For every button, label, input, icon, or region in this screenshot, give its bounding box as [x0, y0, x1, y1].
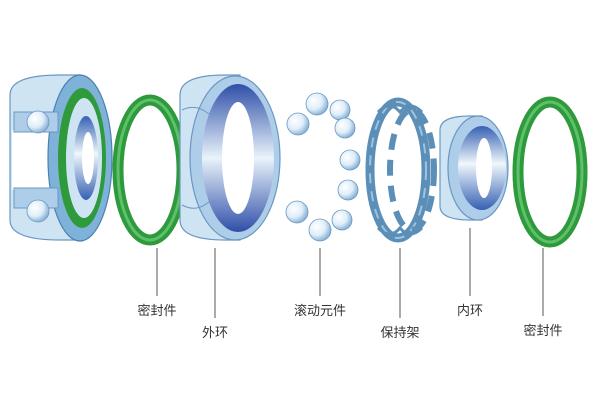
- label-seal-right: 密封件: [523, 324, 563, 339]
- ball: [337, 179, 359, 201]
- ball: [329, 99, 351, 121]
- inner-ring-part: [439, 115, 509, 221]
- ball-cutaway-top: [26, 110, 50, 134]
- outer-ring-part: [179, 74, 281, 241]
- ball: [334, 117, 356, 139]
- label-cage: 保持架: [380, 326, 420, 341]
- ball: [331, 209, 353, 231]
- ball: [286, 112, 310, 136]
- ball: [339, 149, 361, 171]
- label-inner-ring: 内环: [456, 304, 484, 319]
- ball: [285, 200, 309, 224]
- ball: [308, 218, 332, 242]
- cage-part: [365, 97, 437, 243]
- label-outer-ring: 外环: [201, 326, 229, 341]
- label-seal-left: 密封件: [137, 304, 177, 319]
- seal-left-part: [112, 94, 188, 246]
- label-rolling-elements: 滚动元件: [293, 304, 347, 319]
- assembled-bearing: [9, 74, 113, 242]
- seal-right-part: [512, 96, 588, 248]
- ball-cutaway-bottom: [26, 199, 50, 223]
- ball: [305, 92, 329, 116]
- rolling-elements-part: [285, 92, 361, 242]
